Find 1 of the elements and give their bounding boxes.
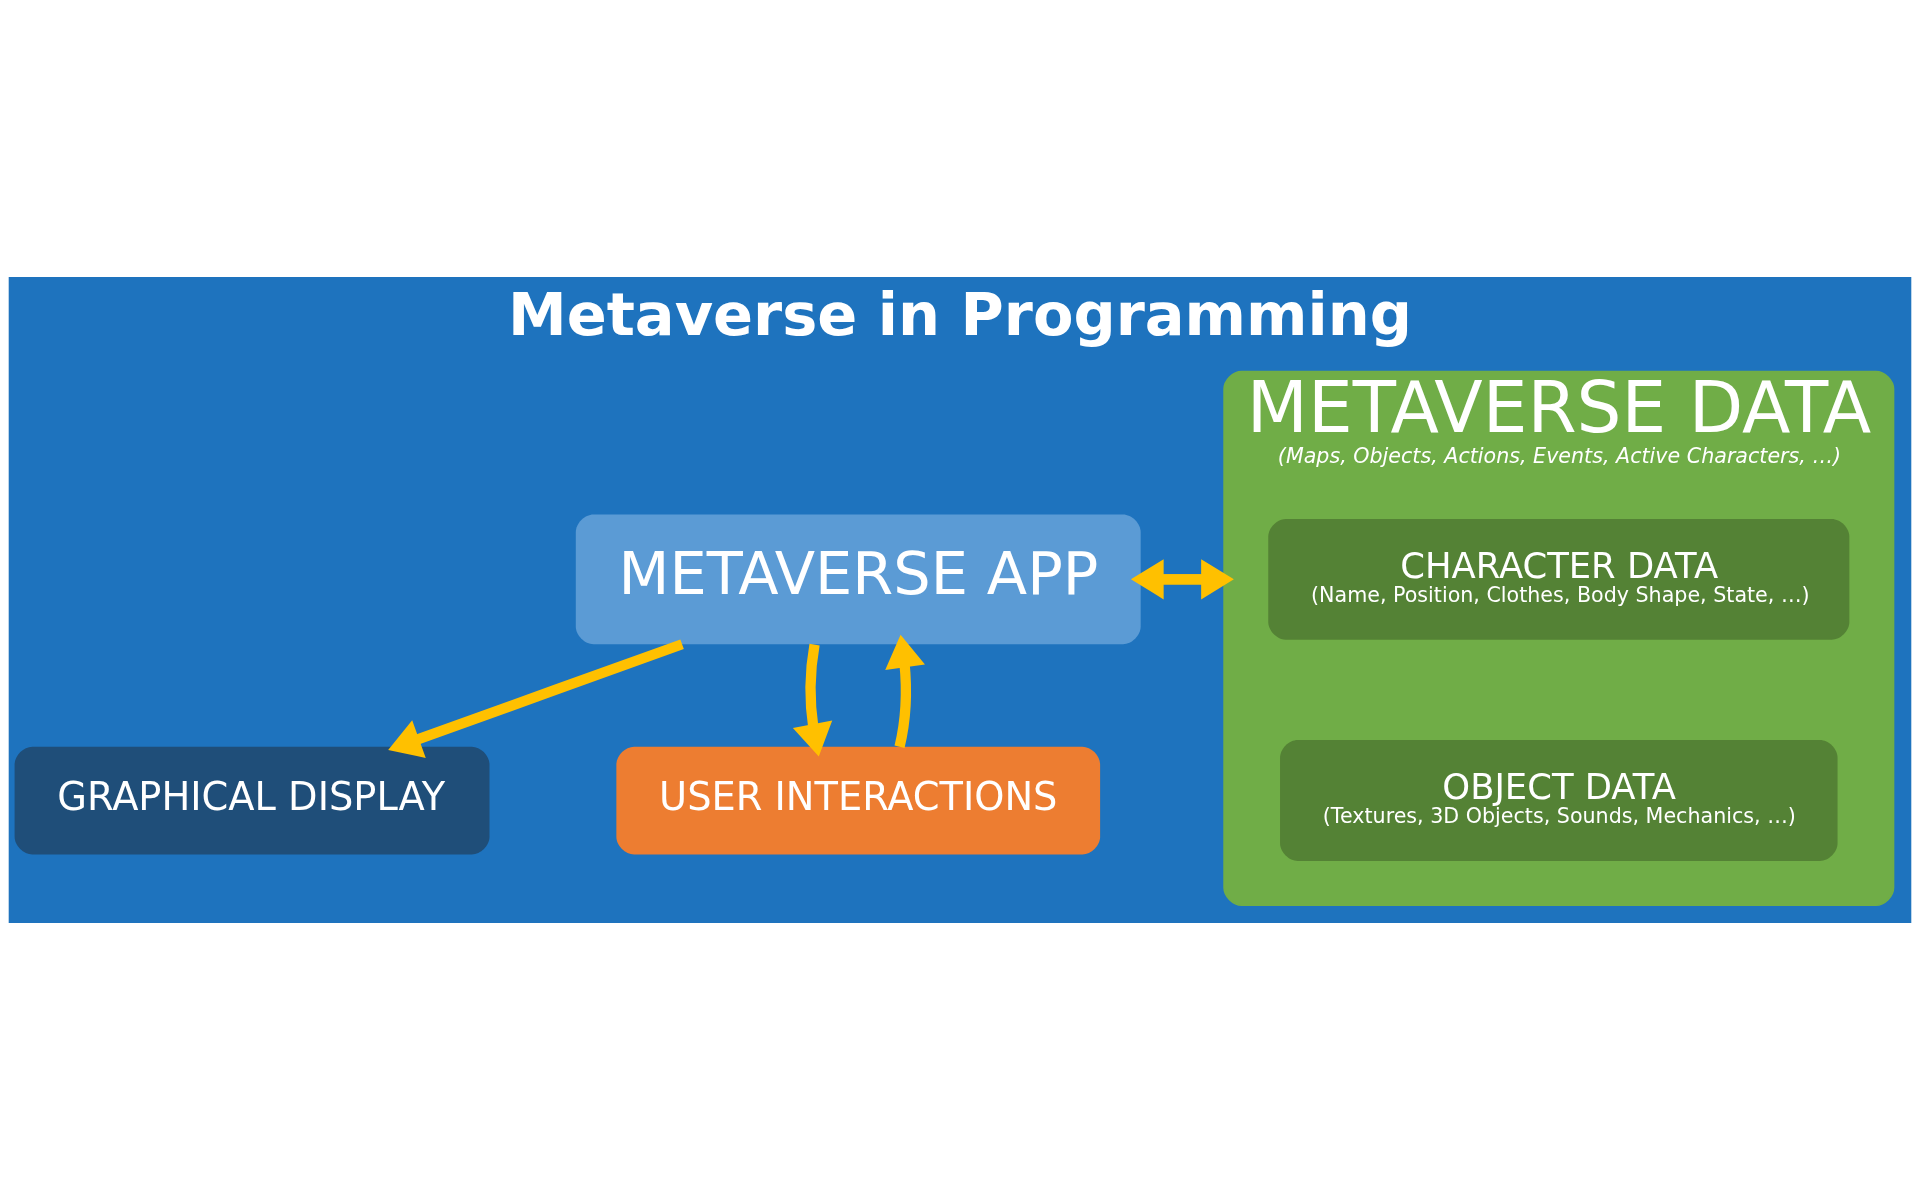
diagram-title: Metaverse in Programming	[507, 279, 1412, 349]
